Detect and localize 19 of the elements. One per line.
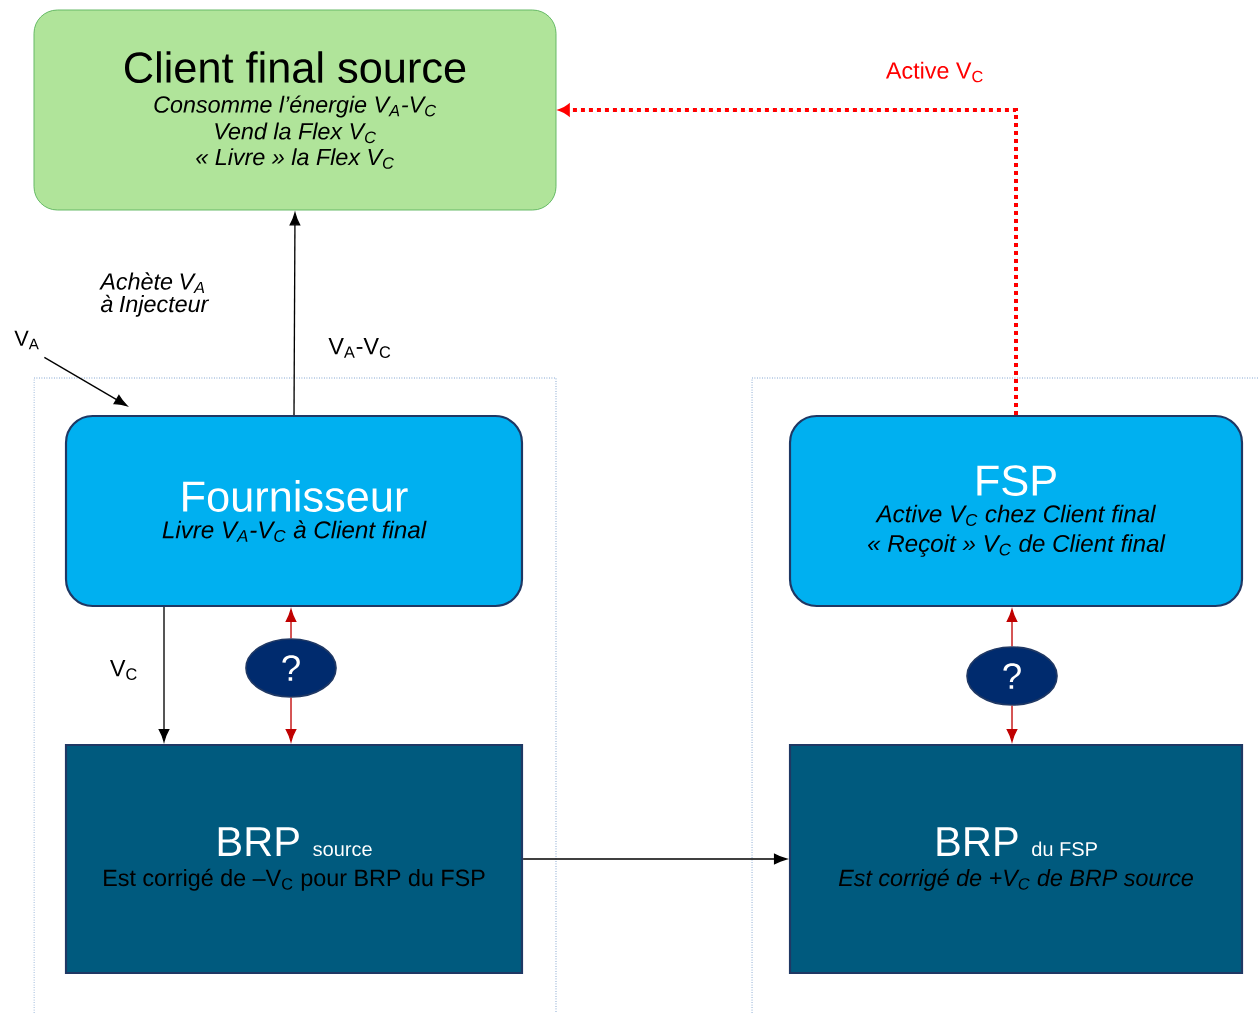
note-text: Achète V$_{A}$ à Injecteur <box>99 272 210 317</box>
arrow <box>522 853 787 865</box>
arrow <box>1006 609 1018 647</box>
arrow <box>285 697 297 742</box>
arrow <box>158 606 170 742</box>
actor-box: Fournisseur Livre V$_{A}$-V$_{C}$ à Client final <box>64 414 524 608</box>
edge-label: V$_{A}$-V$_{C}$ <box>326 336 394 360</box>
edge-label: Active V$_{C}$ <box>884 60 986 84</box>
client-box: Client final source Consomme l’énergie V$_{A}$-V$_{C}$ Vend la Flex V$_{C}$ « Livre » la Flex V$_{C}$ <box>33 9 557 211</box>
edge-label: V$_{C}$ <box>108 658 140 682</box>
arrow <box>285 609 297 639</box>
arrow <box>43 356 128 407</box>
flow-label: V$_{A}$ <box>14 330 39 350</box>
brp-box: BRP du FSP Est corrigé de +V$_{C}$ de BRP source <box>788 743 1244 975</box>
brp-box: BRP source Est corrigé de –V$_{C}$ pour BRP du FSP <box>64 743 524 975</box>
arrow <box>558 104 1018 415</box>
actor-box: FSP Active V$_{C}$ chez Client final « Reçoit » V$_{C}$ de Client final <box>788 414 1244 608</box>
arrow <box>1006 705 1018 742</box>
arrow <box>289 212 301 416</box>
